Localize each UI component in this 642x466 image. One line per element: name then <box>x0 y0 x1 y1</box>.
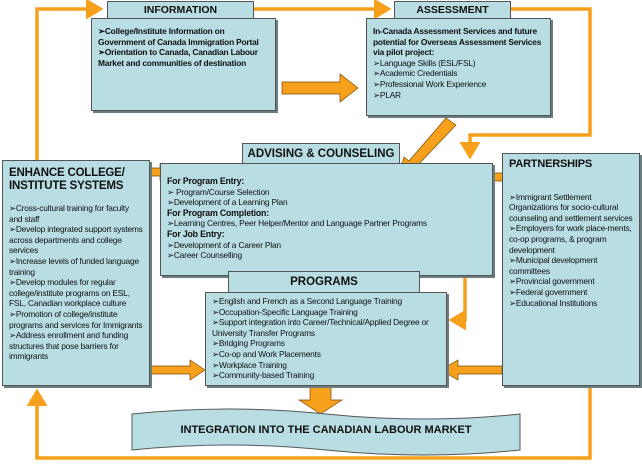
integration-banner-shape <box>131 408 521 456</box>
partnerships-box: PARTNERSHIPS ➢Immigrant Settlement Organ… <box>502 153 640 386</box>
programs-item: ➢English and French as a Second Language… <box>212 296 402 306</box>
advising-item: ➢Development of a Career Plan <box>167 239 281 250</box>
assessment-intro: In-Canada Assessment Services and future… <box>373 26 542 58</box>
enhance-item: ➢Develop modules for regular college/ins… <box>9 277 130 309</box>
advising-heading: For Job Entry: <box>167 228 225 239</box>
programs-header: PROGRAMS <box>228 271 420 293</box>
advising-box: For Program Entry: ➢ Program/Course Sele… <box>160 163 493 276</box>
advising-header: ADVISING & COUNSELING <box>242 143 400 165</box>
partnerships-item: ➢Immigrant Settlement Organizations for … <box>509 191 633 223</box>
enhance-item: ➢Promotion of college/institute programs… <box>9 308 143 330</box>
programs-item: ➢Workplace Training <box>212 359 287 370</box>
enhance-title: ENHANCE COLLEGE/ INSTITUTE SYSTEMS <box>9 167 125 192</box>
enhance-item: ➢Develop integrated support systems acro… <box>9 224 143 256</box>
line-assessment-to-advising <box>459 7 592 160</box>
information-item: ➢Orientation to Canada, Canadian Labour … <box>98 47 258 68</box>
advising-heading: For Program Completion: <box>167 207 269 218</box>
partnerships-item: ➢Employers for work place-ments, co-op p… <box>509 223 632 255</box>
advising-item: ➢Development of a Learning Plan <box>167 197 288 208</box>
advising-item: ➢Career Counselling <box>167 250 242 261</box>
enhance-box: ENHANCE COLLEGE/ INSTITUTE SYSTEMS ➢Cros… <box>2 160 150 386</box>
enhance-item: ➢Address enrollment and funding structur… <box>9 330 129 362</box>
partnerships-item: ➢Federal government <box>509 286 588 297</box>
assessment-item: ➢PLAR <box>373 89 401 100</box>
programs-item: ➢Co-op and Work Placements <box>212 348 321 359</box>
advising-item: ➢ Program/Course Selection <box>167 186 270 197</box>
loop-line-bottom <box>26 386 592 460</box>
advising-item: ➢Learning Centres, Peer Helper/Mentor an… <box>167 218 427 229</box>
programs-box: ➢English and French as a Second Language… <box>205 292 447 386</box>
information-box: ➢College/Institute Information on Govern… <box>91 18 276 111</box>
block-arrow-info-assessment <box>281 73 359 103</box>
integration-banner-text: INTEGRATION INTO THE CANADIAN LABOUR MAR… <box>180 424 472 436</box>
programs-item: ➢Community-based Training <box>212 370 315 381</box>
information-item: ➢College/Institute Information on Govern… <box>98 26 259 47</box>
assessment-item: ➢Professional Work Experience <box>373 78 487 89</box>
enhance-item: ➢Increase levels of funded language trai… <box>9 255 139 277</box>
assessment-item: ➢Language Skills (ESL/FSL) <box>373 57 476 68</box>
partnerships-item: ➢Provincial government <box>509 276 595 287</box>
partnerships-item: ➢Municipal development committees <box>509 255 598 276</box>
partnerships-title: PARTNERSHIPS <box>509 158 592 170</box>
programs-item: ➢Support integration into Career/Technic… <box>212 317 429 338</box>
block-arrow-enhance-programs <box>149 359 206 381</box>
advising-heading: For Program Entry: <box>167 176 245 186</box>
line-advising-to-programs <box>448 276 467 331</box>
programs-item: ➢Occupation-Specific Language Training <box>212 306 358 317</box>
partnerships-item: ➢Educational Institutions <box>509 297 598 308</box>
block-arrow-programs-integration <box>297 385 344 415</box>
information-header: INFORMATION <box>107 1 254 19</box>
loop-line-top-left <box>35 0 104 165</box>
block-arrow-partnerships-programs <box>440 359 503 381</box>
enhance-item: ➢Cross-cultural training for faculty and… <box>9 203 129 224</box>
assessment-item: ➢Academic Credentials <box>373 68 458 79</box>
assessment-header: ASSESSMENT <box>394 1 511 19</box>
assessment-box: In-Canada Assessment Services and future… <box>366 18 551 116</box>
programs-item: ➢Bridging Programs <box>212 338 285 349</box>
